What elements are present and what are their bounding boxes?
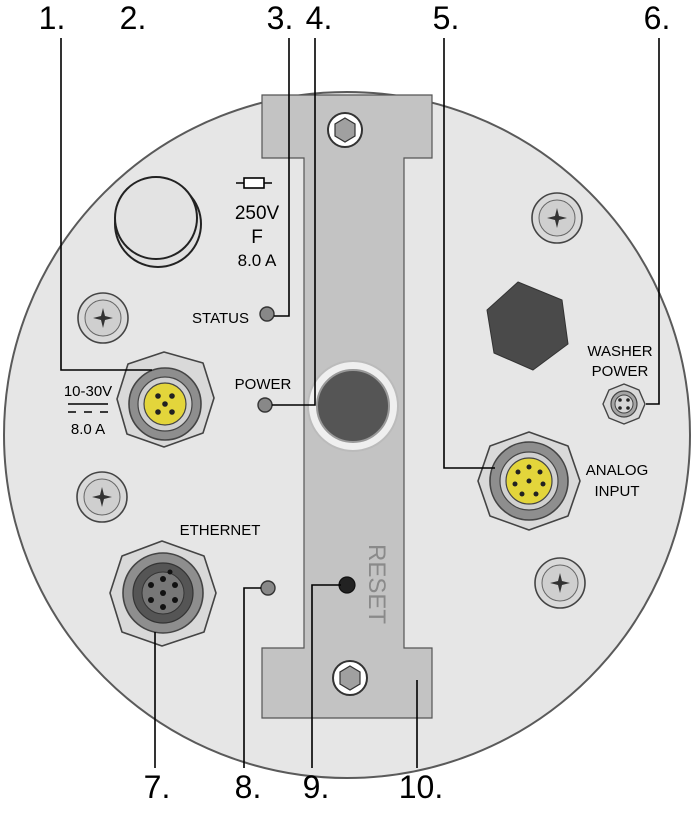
screw-middle-left-icon [76,471,128,523]
reset-label: RESET [363,544,390,624]
supply-current-label: 8.0 A [71,421,105,438]
washer-label-line1: WASHER [587,343,652,360]
leader-3 [274,38,290,317]
power-label: POWER [235,376,292,393]
ethernet-label: ETHERNET [180,522,261,539]
status-led [259,306,275,322]
ethernet-connector [109,540,217,647]
callout-7: 7. [144,769,171,805]
power-led [257,397,273,413]
bracket-bolt-bottom [332,660,368,696]
callout-4: 4. [306,0,333,36]
screw-bottom-right-icon [534,557,586,609]
supply-voltage-label: 10-30V [64,383,112,400]
fuse-type-label: F [251,227,263,248]
callout-8: 8. [235,769,262,805]
callout-5: 5. [433,0,460,36]
callout-9: 9. [303,769,330,805]
ethernet-led [260,580,276,596]
fuse-current-label: 8.0 A [238,251,277,270]
status-label: STATUS [192,310,249,327]
washer-power-connector [602,383,646,425]
fuse-cap [114,176,202,268]
callout-10: 10. [399,769,443,805]
bracket-bolt-top [327,112,363,148]
analog-input-connector [477,431,581,531]
reset-button [338,576,356,594]
callout-2: 2. [120,0,147,36]
callout-leader-lines [60,38,660,768]
leader-8 [243,587,261,768]
screw-top-right-icon [531,192,583,244]
fuse-voltage-label: 250V [235,203,280,224]
callout-3: 3. [267,0,294,36]
leader-1 [60,38,152,371]
callout-6: 6. [644,0,671,36]
leader-9 [311,584,341,768]
washer-label-line2: POWER [592,363,649,380]
leader-6 [646,38,660,405]
power-connector [116,351,215,448]
analog-label-line2: INPUT [595,483,640,500]
screw-top-left-icon [77,292,129,344]
leader-5 [443,38,495,469]
analog-label-line1: ANALOG [586,462,649,479]
leader-4 [272,38,316,406]
center-window [307,360,399,452]
fuse-icon [236,177,272,189]
callout-1: 1. [39,0,66,36]
dc-symbol-icon [68,403,108,413]
vent-plug-hexagon [486,281,569,371]
